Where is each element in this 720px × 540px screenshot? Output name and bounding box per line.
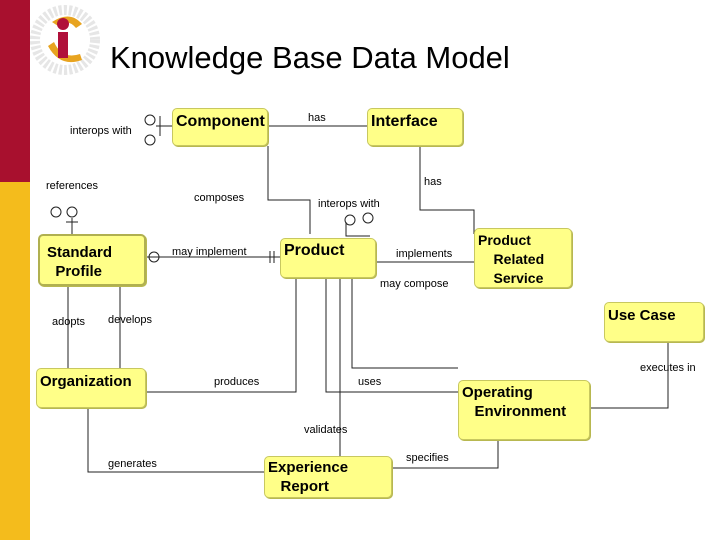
relation-specifies: specifies xyxy=(406,452,449,464)
slide-sidebar xyxy=(0,0,30,540)
entity-experience-report: Experience Report xyxy=(264,456,392,498)
relation-develops: develops xyxy=(108,314,153,326)
entity-label: Interface xyxy=(371,113,438,130)
entity-label: Standard Profile xyxy=(47,244,113,280)
entity-label: Organization xyxy=(40,373,132,390)
relation-executes-in: executes in xyxy=(640,362,696,374)
relation-validates: validates xyxy=(304,424,348,436)
relation-composes: composes xyxy=(194,192,245,204)
relation-references: references xyxy=(46,180,98,192)
relation-uses: uses xyxy=(358,376,382,388)
relation-produces: produces xyxy=(214,376,260,388)
entity-product: Product xyxy=(280,238,376,278)
entity-label: Use Case xyxy=(608,307,676,324)
entity-label: Component xyxy=(176,113,265,130)
sidebar-gold-band xyxy=(0,182,30,540)
relation-interops-with-product: interops with xyxy=(318,198,380,210)
entity-label: Experience Report xyxy=(268,459,349,495)
relation-generates: generates xyxy=(108,458,157,470)
sidebar-red-band xyxy=(0,0,30,182)
relation-adopts: adopts xyxy=(52,316,86,328)
relation-has-interface-service: has xyxy=(424,176,442,188)
entity-organization: Organization xyxy=(36,368,146,408)
relation-may-implement: may implement xyxy=(172,246,247,258)
entity-component: Component xyxy=(172,108,268,146)
entity-standard-profile: Standard Profile xyxy=(38,234,146,286)
entity-label: Product xyxy=(284,242,345,259)
relation-has-component-interface: has xyxy=(308,112,326,124)
relation-implements: implements xyxy=(396,248,453,260)
entity-use-case: Use Case xyxy=(604,302,704,342)
interoperability-clearinghouse-logo xyxy=(30,5,100,75)
entity-label: Product Related Service xyxy=(478,232,545,286)
page-title: Knowledge Base Data Model xyxy=(110,40,510,75)
entity-label: Operating Environment xyxy=(462,384,567,420)
entity-product-related-service: Product Related Service xyxy=(474,228,572,288)
relation-may-compose: may compose xyxy=(380,278,449,290)
relation-interops-with-component: interops with xyxy=(70,125,132,137)
entity-interface: Interface xyxy=(367,108,463,146)
entity-operating-environment: Operating Environment xyxy=(458,380,590,440)
